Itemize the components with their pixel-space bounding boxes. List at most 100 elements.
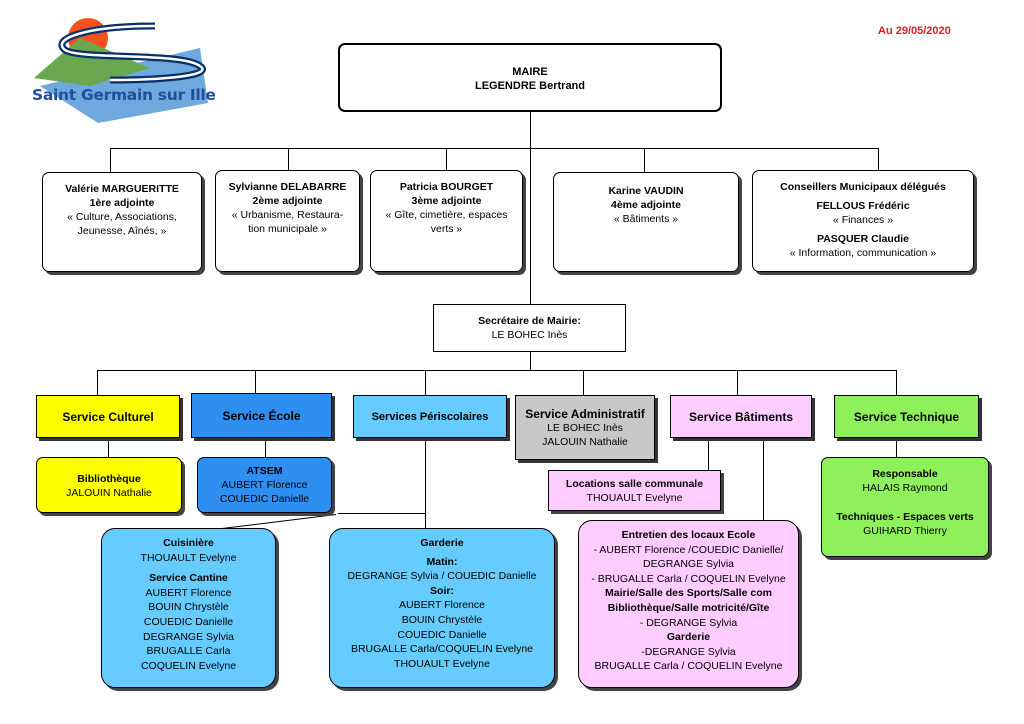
entretien-garderie-title: Garderie	[666, 631, 711, 644]
service-culturel: Service Culturel	[36, 395, 180, 438]
entretien-mairie-title: Mairie/Salle des Sports/Salle com	[605, 587, 772, 600]
entretien-line: -DEGRANGE Sylvia	[641, 645, 736, 658]
technique-resp-name: HALAIS Raymond	[862, 482, 948, 494]
adjoint-role: 4ème adjointe	[610, 199, 682, 211]
connector	[530, 352, 531, 370]
entretien-line: DEGRANGE Sylvia	[642, 558, 735, 571]
garderie-title: Garderie	[420, 537, 464, 549]
connector	[530, 112, 531, 304]
connector	[265, 438, 266, 457]
bibliotheque-title: Bibliothèque	[77, 473, 141, 485]
garderie-soir: Soir:	[430, 584, 454, 597]
service-technique: Service Technique	[834, 395, 979, 438]
service-label: Service Bâtiments	[688, 409, 794, 424]
connector	[878, 148, 879, 170]
connector	[763, 438, 764, 520]
secretaire-title: Secrétaire de Mairie:	[478, 315, 581, 327]
atsem-member: COUEDIC Danielle	[219, 493, 310, 505]
technique-detail-box: Responsable HALAIS Raymond Techniques - …	[821, 457, 989, 557]
conseiller-name: PASQUER Claudie	[817, 233, 909, 245]
logo: Saint Germain sur Ille	[30, 8, 220, 126]
garderie-member: COUEDIC Danielle	[397, 628, 487, 641]
technique-resp-title: Responsable	[872, 468, 938, 480]
maire-name: LEGENDRE Bertrand	[474, 80, 586, 92]
adjoint-desc: « Culture, Associations,	[67, 211, 177, 223]
entretien-mairie-title: Bibliothèque/Salle motricité/Gîte	[607, 601, 770, 614]
adjoint-role: 2ème adjointe	[252, 195, 323, 207]
entretien-line: BRUGALLE Carla / COQUELIN Evelyne	[594, 660, 783, 673]
connector	[338, 513, 426, 514]
cantine-member: BRUGALLE Carla	[146, 645, 231, 658]
bibliotheque-box: Bibliothèque JALOUIN Nathalie	[36, 457, 182, 513]
atsem-title: ATSEM	[246, 465, 283, 477]
adjoint-desc: « Gîte, cimetière, espaces	[385, 209, 508, 221]
service-periscolaires: Services Périscolaires	[353, 395, 507, 438]
cuisiniere-name: THOUAULT Evelyne	[140, 551, 237, 564]
connector	[708, 438, 709, 470]
locations-box: Locations salle communale THOUAULT Evely…	[548, 470, 721, 511]
conseiller-desc: « Information, communication »	[789, 247, 937, 259]
adjoint-name: Karine VAUDIN	[608, 185, 684, 197]
entretien-line: - DEGRANGE Sylvia	[639, 616, 738, 629]
connector	[255, 370, 256, 395]
adjoint-desc: tion municipale »	[248, 223, 327, 235]
date-label: Au 29/05/2020	[878, 25, 951, 37]
garderie-member: AUBERT Florence	[399, 599, 485, 612]
cantine-box: Cuisinière THOUAULT Evelyne Service Cant…	[101, 528, 276, 688]
garderie-matin: Matin:	[426, 555, 458, 568]
adjoint-name: Valérie MARGUERITTE	[65, 183, 179, 195]
connector	[110, 148, 878, 149]
connector	[896, 438, 897, 458]
connector	[425, 370, 426, 396]
conseiller-desc: « Finances »	[832, 214, 894, 226]
connector	[425, 438, 426, 528]
technique-tech-name: GUIHARD Thierry	[863, 525, 947, 537]
service-label: Service École	[222, 408, 301, 423]
atsem-box: ATSEM AUBERT Florence COUEDIC Danielle	[197, 457, 332, 513]
secretaire-name: LE BOHEC Inès	[491, 329, 568, 341]
conseiller-name: FELLOUS Frédéric	[816, 200, 910, 212]
logo-text: Saint Germain sur Ille	[32, 86, 216, 104]
locations-title: Locations salle communale	[565, 478, 704, 490]
connector	[97, 370, 98, 396]
maire-title: MAIRE	[512, 66, 548, 78]
adjoint-box-4: Karine VAUDIN 4ème adjointe « Bâtiments …	[553, 172, 739, 272]
secretaire-box: Secrétaire de Mairie: LE BOHEC Inès	[433, 304, 626, 352]
service-batiments: Service Bâtiments	[670, 395, 812, 438]
connector	[288, 148, 289, 170]
connector	[110, 148, 111, 172]
cantine-member: BOUIN Chrystèle	[148, 601, 229, 614]
service-label: Service Administratif	[525, 406, 645, 421]
cantine-member: COUEDIC Danielle	[143, 615, 234, 628]
connector	[644, 148, 645, 172]
service-member: JALOUIN Nathalie	[542, 435, 628, 448]
atsem-member: AUBERT Florence	[221, 479, 308, 491]
adjoint-role: 1ère adjointe	[89, 197, 155, 209]
bibliotheque-name: JALOUIN Nathalie	[66, 487, 152, 499]
connector	[583, 370, 584, 396]
cuisiniere-title: Cuisinière	[163, 537, 214, 549]
entretien-title: Entretien des locaux Ecole	[621, 529, 756, 541]
adjoint-name: Sylvianne DELABARRE	[228, 181, 347, 193]
connector	[108, 438, 109, 457]
garderie-member: BRUGALLE Carla/COQUELIN Evelyne	[350, 643, 534, 656]
adjoint-role: 3ème adjointe	[411, 195, 482, 207]
service-label: Service Technique	[853, 409, 960, 424]
cantine-title: Service Cantine	[149, 572, 228, 585]
service-administratif: Service Administratif LE BOHEC Inès JALO…	[515, 395, 655, 460]
service-member: LE BOHEC Inès	[547, 421, 623, 434]
conseillers-title: Conseillers Municipaux délégués	[780, 181, 946, 193]
adjoint-box-2: Sylvianne DELABARRE 2ème adjointe « Urba…	[215, 170, 360, 272]
entretien-line: - BRUGALLE Carla / COQUELIN Evelyne	[591, 572, 786, 585]
garderie-member: BOUIN Chrystèle	[401, 613, 483, 626]
adjoint-box-3: Patricia BOURGET 3ème adjointe « Gîte, c…	[370, 170, 523, 272]
adjoint-desc: « Bâtiments »	[613, 213, 679, 225]
garderie-member: THOUAULT Evelyne	[394, 657, 490, 670]
connector	[97, 370, 896, 371]
service-label: Service Culturel	[62, 409, 154, 424]
adjoint-desc: « Urbanisme, Restaura-	[231, 209, 344, 221]
connector	[446, 148, 447, 170]
logo-graphic	[34, 18, 208, 123]
garderie-box: Garderie Matin: DEGRANGE Sylvia / COUEDI…	[329, 528, 555, 688]
cantine-member: AUBERT Florence	[145, 586, 232, 599]
